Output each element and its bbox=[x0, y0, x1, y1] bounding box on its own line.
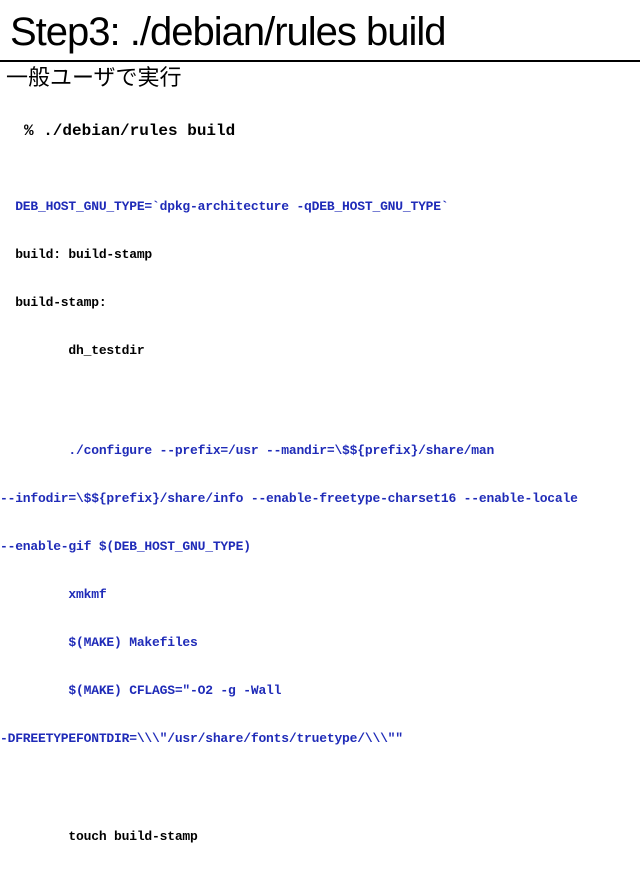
code-line-configure-cont1: --infodir=\$${prefix}/share/info --enabl… bbox=[0, 491, 578, 506]
code-line-build-target: build: build-stamp bbox=[0, 247, 153, 262]
code-line-deb-host: DEB_HOST_GNU_TYPE=`dpkg-architecture -qD… bbox=[0, 199, 449, 214]
code-line-touch: touch build-stamp bbox=[0, 829, 198, 844]
code-block: DEB_HOST_GNU_TYPE=`dpkg-architecture -qD… bbox=[0, 167, 640, 877]
code-line-make-cflags: $(MAKE) CFLAGS="-O2 -g -Wall bbox=[0, 683, 282, 698]
code-line-dh-testdir: dh_testdir bbox=[0, 343, 145, 358]
code-line-make-cflags-cont: -DFREETYPEFONTDIR=\\\"/usr/share/fonts/t… bbox=[0, 731, 403, 746]
code-line-configure: ./configure --prefix=/usr --mandir=\$${p… bbox=[0, 443, 495, 458]
slide: Step3: ./debian/rules build 一般ユーザで実行 % .… bbox=[0, 10, 640, 844]
code-line-build-stamp: build-stamp: bbox=[0, 295, 107, 310]
code-gap bbox=[0, 779, 640, 797]
code-line-make-makefiles: $(MAKE) Makefiles bbox=[0, 635, 198, 650]
code-line-configure-cont2: --enable-gif $(DEB_HOST_GNU_TYPE) bbox=[0, 539, 251, 554]
slide-subtitle: 一般ユーザで実行 bbox=[6, 66, 182, 91]
code-line-xmkmf: xmkmf bbox=[0, 587, 107, 602]
title-divider bbox=[0, 60, 640, 62]
slide-title: Step3: ./debian/rules build bbox=[10, 10, 447, 54]
shell-command: % ./debian/rules build bbox=[24, 122, 236, 140]
code-gap bbox=[0, 391, 640, 411]
